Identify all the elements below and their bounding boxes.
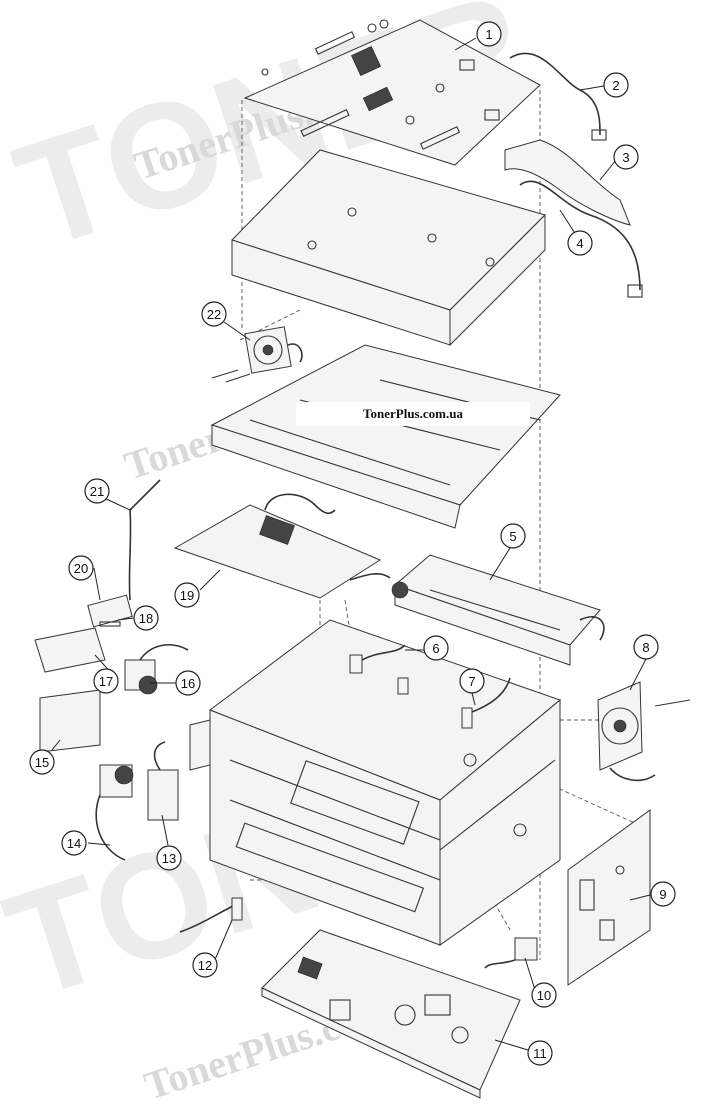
leader-lines	[51, 37, 651, 1051]
part-main-frame	[189, 619, 561, 946]
svg-text:10: 10	[537, 988, 551, 1003]
svg-text:22: 22	[207, 307, 221, 322]
part-controller-board	[243, 19, 541, 166]
svg-text:6: 6	[432, 641, 439, 656]
callout-21: 21	[84, 478, 110, 504]
part-power-board	[261, 929, 521, 1099]
callout-16: 16	[175, 670, 201, 696]
part-top-cover	[210, 344, 561, 529]
svg-text:18: 18	[139, 611, 153, 626]
callout-5: 5	[500, 523, 526, 549]
callout-11: 11	[527, 1040, 553, 1066]
part-small-fan	[211, 326, 303, 383]
callout-8: 8	[633, 634, 659, 660]
part-left-components	[34, 479, 189, 753]
svg-text:15: 15	[35, 755, 49, 770]
callout-14: 14	[61, 830, 87, 856]
svg-text:8: 8	[642, 640, 649, 655]
svg-text:13: 13	[162, 851, 176, 866]
callout-22: 22	[201, 301, 227, 327]
callout-10: 10	[531, 982, 557, 1008]
part-fuser	[391, 554, 605, 666]
callout-7: 7	[459, 668, 485, 694]
part-ribbon-cable	[504, 139, 631, 226]
part-motor-solenoid	[95, 741, 179, 861]
svg-text:5: 5	[509, 529, 516, 544]
svg-text:1: 1	[485, 27, 492, 42]
svg-text:11: 11	[533, 1046, 547, 1061]
callout-4: 4	[567, 230, 593, 256]
callout-2: 2	[603, 72, 629, 98]
part-small-assemblies	[179, 897, 538, 969]
part-large-fan	[597, 681, 691, 782]
callout-18: 18	[133, 605, 159, 631]
part-sensors	[349, 644, 511, 729]
svg-text:20: 20	[74, 561, 88, 576]
svg-text:7: 7	[468, 674, 475, 689]
svg-text:17: 17	[99, 674, 113, 689]
callout-9: 9	[650, 881, 676, 907]
callout-19: 19	[174, 582, 200, 608]
svg-text:21: 21	[90, 484, 104, 499]
callout-15: 15	[29, 749, 55, 775]
callout-12: 12	[192, 952, 218, 978]
part-shield-box	[231, 149, 546, 347]
svg-text:14: 14	[67, 836, 81, 851]
callout-6: 6	[423, 635, 449, 661]
callout-20: 20	[68, 555, 94, 581]
part-laser-scanner	[173, 493, 391, 599]
svg-text:12: 12	[198, 958, 212, 973]
callout-3: 3	[613, 144, 639, 170]
part-cables-upper	[509, 52, 643, 298]
callout-1: 1	[476, 21, 502, 47]
svg-text:16: 16	[181, 676, 195, 691]
svg-text:3: 3	[622, 150, 629, 165]
part-side-board	[567, 809, 651, 986]
site-label: TonerPlus.com.ua	[296, 402, 530, 426]
callout-17: 17	[93, 668, 119, 694]
svg-text:19: 19	[180, 588, 194, 603]
svg-text:4: 4	[576, 236, 583, 251]
callout-13: 13	[156, 845, 182, 871]
svg-text:2: 2	[612, 78, 619, 93]
svg-text:9: 9	[659, 887, 666, 902]
